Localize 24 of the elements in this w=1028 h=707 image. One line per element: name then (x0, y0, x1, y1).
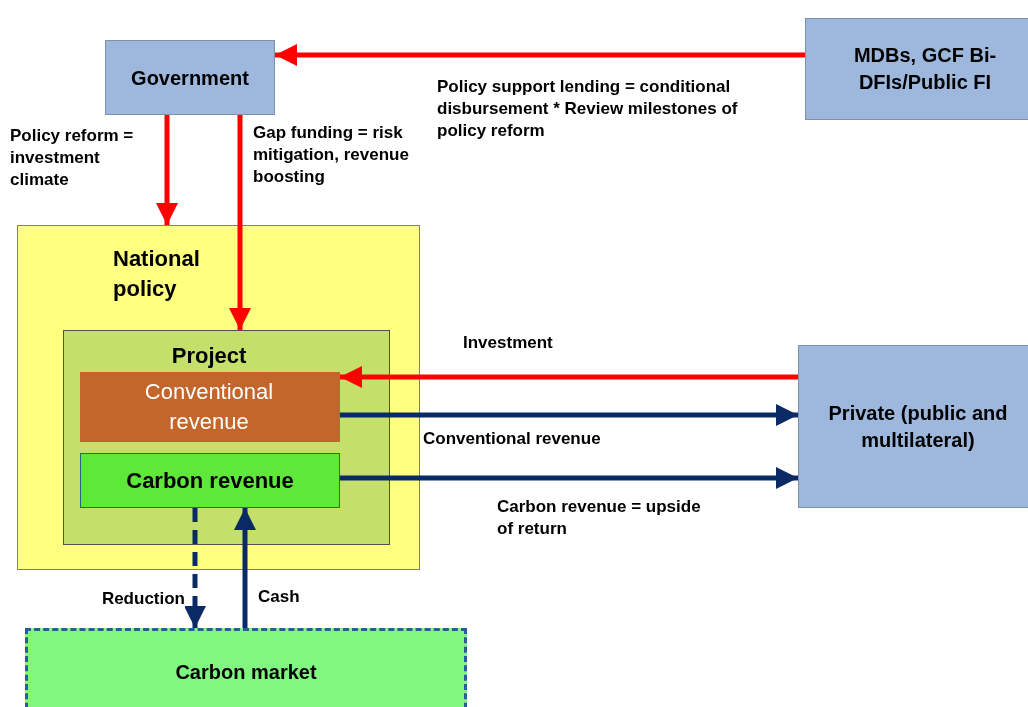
arrow (340, 366, 798, 388)
market-box (25, 628, 467, 707)
revenue-box (80, 453, 340, 508)
node-label: MDBs, GCF Bi-DFIs/Public FI (852, 43, 998, 95)
arrow (340, 404, 798, 426)
node-label: Carbon market (174, 660, 318, 685)
arrow (184, 508, 206, 628)
arrow (234, 508, 256, 628)
node-label: Project (170, 342, 248, 370)
government-box (105, 40, 275, 115)
arrow (275, 44, 805, 66)
private-box (798, 345, 1028, 508)
policy-area (17, 225, 420, 570)
node-label: Private (public and multilateral) (828, 400, 1008, 453)
node-label: Government (130, 65, 250, 90)
node-label: Conventional revenue (143, 378, 275, 436)
node-label: Carbon revenue (125, 466, 295, 495)
arrow (229, 115, 251, 330)
revenue-box (80, 372, 340, 442)
funder-box (805, 18, 1028, 120)
node-label: National policy (113, 245, 201, 303)
arrow (156, 115, 178, 225)
project-area (63, 330, 390, 545)
arrow (340, 467, 798, 489)
